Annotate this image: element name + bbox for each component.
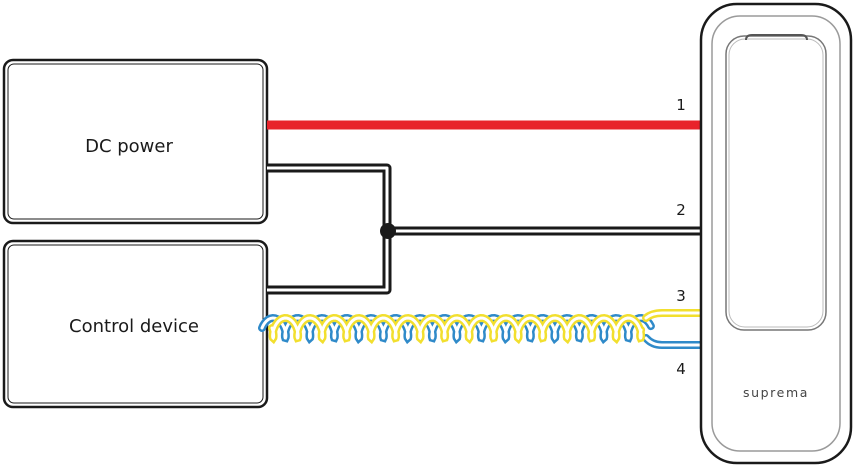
twisted-pair-wires [258, 309, 709, 349]
wire-4-segment [644, 336, 707, 347]
card-reader-device: suprema [699, 2, 853, 465]
brand-logo-text: suprema [743, 385, 809, 400]
wire-4-segment [260, 316, 653, 341]
dc-power-box: DC power [2, 58, 269, 225]
wire-4-blue [258, 313, 709, 349]
wire-number-1: 1 [676, 96, 686, 114]
wire-3-segment [644, 311, 707, 320]
wire-3-segment [270, 316, 643, 341]
wire-3-yellow [268, 309, 709, 345]
control-device-label: Control device [69, 316, 199, 337]
wire-number-4: 4 [676, 360, 686, 378]
wire-2-black [267, 163, 705, 295]
wire-number-3: 3 [676, 287, 686, 305]
wire-number-2: 2 [676, 201, 686, 219]
dc-power-label: DC power [85, 136, 173, 157]
junction-dot [380, 223, 396, 239]
control-device-box: Control device [2, 239, 269, 409]
